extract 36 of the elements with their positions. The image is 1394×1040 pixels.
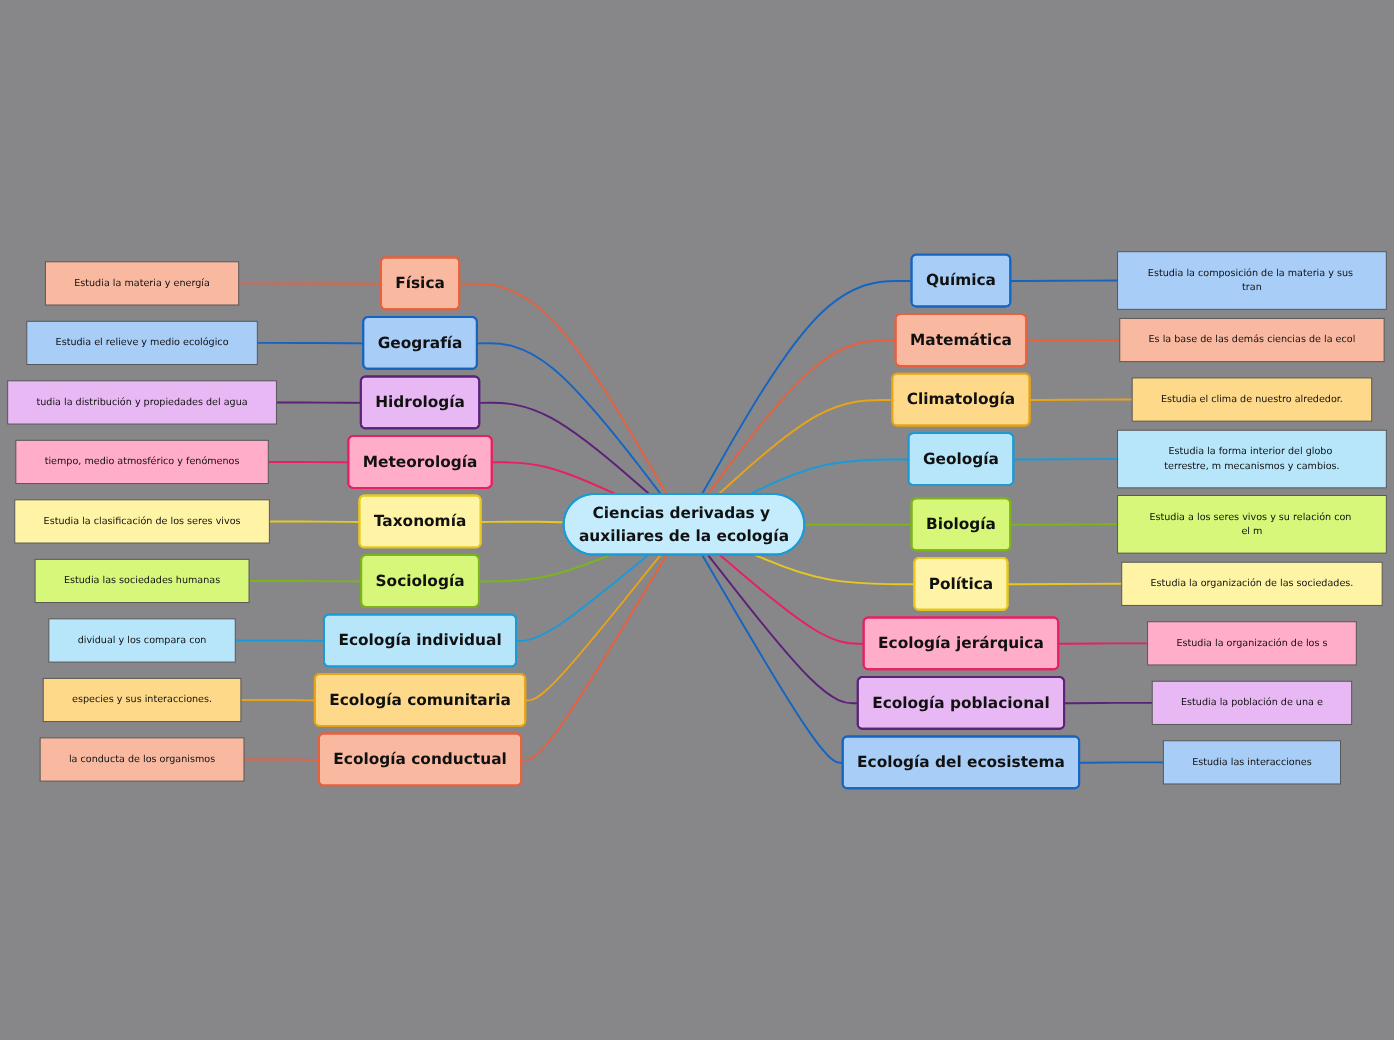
connector xyxy=(234,639,326,642)
connector xyxy=(718,554,866,645)
connector xyxy=(491,461,618,496)
connector xyxy=(458,282,668,496)
connector xyxy=(524,554,662,702)
connector xyxy=(1078,761,1165,764)
connector xyxy=(243,758,321,761)
connector xyxy=(515,554,650,642)
connector xyxy=(1029,398,1134,401)
connector xyxy=(239,699,317,702)
connector xyxy=(707,554,860,705)
connector xyxy=(748,458,910,496)
connector xyxy=(237,282,383,285)
connector xyxy=(706,339,898,496)
connector xyxy=(480,520,566,524)
connector xyxy=(717,398,894,496)
connector xyxy=(248,580,363,583)
connector xyxy=(478,554,611,583)
connector xyxy=(256,341,365,345)
connector xyxy=(754,554,916,586)
connector xyxy=(1009,279,1119,282)
connector xyxy=(1025,339,1121,342)
connector xyxy=(1057,642,1149,645)
connector xyxy=(1063,701,1154,705)
connector xyxy=(803,523,913,526)
connector xyxy=(701,554,845,764)
connector xyxy=(476,342,663,496)
connector xyxy=(478,401,651,496)
connector xyxy=(1007,582,1123,586)
connector xyxy=(1012,458,1119,461)
connector xyxy=(700,279,913,496)
connector xyxy=(267,460,350,464)
connector xyxy=(520,554,668,761)
connector xyxy=(275,401,363,404)
connector xyxy=(1009,523,1119,526)
connector xyxy=(268,520,361,523)
